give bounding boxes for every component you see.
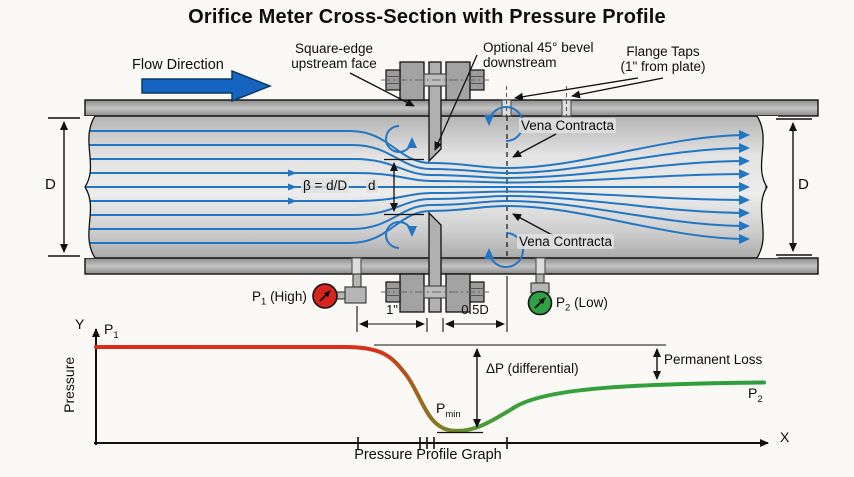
- dim-1inch-label: 1": [386, 302, 398, 317]
- graph-p2-label: P2: [748, 385, 763, 405]
- p1-tap-slot: [351, 257, 362, 275]
- pmin-label: Pmin: [436, 400, 461, 420]
- streamline: [84, 190, 750, 205]
- vena-contracta-bottom-label: Vena Contracta: [517, 234, 615, 250]
- flange-taps-label: Flange Taps (1" from plate): [620, 44, 706, 75]
- tap-dimensions: [356, 276, 508, 332]
- flange-block: [399, 61, 425, 101]
- dp-label: ΔP (differential): [486, 361, 579, 376]
- graph-p1-label: P1: [104, 321, 119, 341]
- streamline: [84, 143, 750, 175]
- leader-flange-tap-1: [514, 77, 639, 101]
- pressure-curve: [94, 345, 766, 433]
- flow-direction-label: Flow Direction: [132, 57, 224, 73]
- pipe-break-ends: [74, 115, 778, 259]
- pipe-diameter-left-label: D: [45, 176, 56, 193]
- vortex-upstream-bottom: [385, 221, 417, 249]
- pipe-diameter-dim-left: [48, 117, 80, 257]
- flow-direction-arrow-icon: [141, 69, 273, 103]
- leader-bevel: [434, 54, 478, 151]
- page-title: Orifice Meter Cross-Section with Pressur…: [188, 6, 666, 28]
- streamline: [84, 169, 750, 184]
- mid-flow-arrowhead: [288, 169, 297, 177]
- flange-block: [445, 61, 471, 101]
- streamline: [84, 130, 750, 170]
- streamline: [84, 199, 750, 231]
- graph-caption: Pressure Profile Graph: [354, 447, 502, 463]
- pressure-axis-title: Pressure: [61, 356, 78, 413]
- vortex-arrows: [385, 106, 524, 268]
- p1-tap-assembly: [312, 273, 367, 309]
- p1-tap-label: P1 (High): [252, 289, 307, 308]
- vortex-upstream-top: [385, 125, 417, 153]
- pipe-diameter-right-label: D: [798, 176, 809, 193]
- pipe-break-right: [756, 115, 768, 259]
- mid-flow-arrowhead: [288, 197, 297, 205]
- y-axis-label: Y: [75, 316, 85, 332]
- p2-tap-label: P2 (Low): [556, 295, 608, 314]
- flange-block: [399, 273, 425, 313]
- p2-tap-slot: [535, 257, 546, 275]
- pipe-break-left: [84, 115, 96, 259]
- leader-square-edge: [349, 72, 415, 107]
- pipe-wall-bottom: [84, 257, 819, 275]
- beta-ratio-label: β = d/D: [301, 178, 350, 194]
- dim-halfD-label: 0.5D: [461, 302, 489, 317]
- leader-lines: [349, 54, 664, 237]
- pipe-diameter-dim-right: [776, 118, 812, 256]
- leader-vena-bottom: [512, 213, 555, 237]
- vena-contracta-top-label: Vena Contracta: [519, 118, 617, 134]
- square-edge-label: Square-edge upstream face: [291, 41, 377, 72]
- x-axis-label: X: [780, 429, 790, 445]
- flange-bolt-top: [381, 69, 489, 91]
- p2-tap-assembly: [527, 273, 553, 316]
- gauge-needle: [319, 290, 331, 302]
- bevel-label: Optional 45° bevel downstream: [483, 40, 594, 71]
- pressure-profile-graph: [92, 328, 769, 449]
- leader-vena-top: [512, 133, 557, 158]
- leader-flange-tap-2: [571, 77, 664, 99]
- vortex-downstream-bottom: [484, 232, 524, 268]
- streamline: [84, 204, 750, 244]
- flange-assembly-bottom: [381, 273, 489, 313]
- graph-x-ticks: [357, 437, 508, 449]
- gauge-needle: [534, 297, 546, 309]
- orifice-diameter-label: d: [366, 178, 378, 194]
- permanent-loss-label: Permanent Loss: [664, 352, 763, 367]
- orifice-diameter-dim: [384, 158, 424, 216]
- mid-flow-arrowhead: [288, 183, 297, 191]
- vortex-downstream-top: [484, 106, 524, 142]
